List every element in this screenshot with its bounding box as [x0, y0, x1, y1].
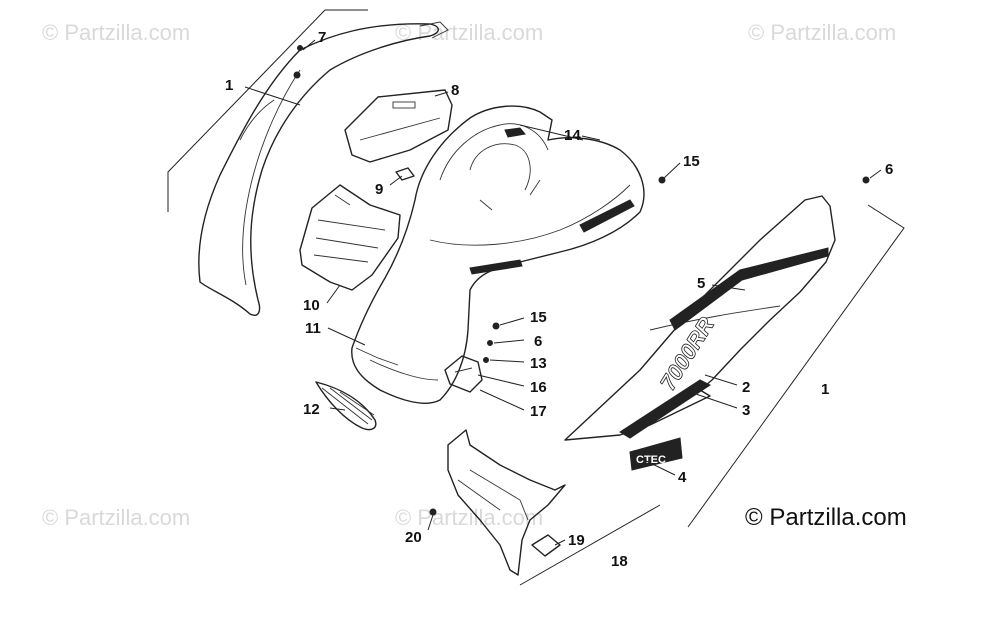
callout-17: 17	[530, 403, 547, 420]
copyright-text: © Partzilla.com	[745, 504, 907, 531]
watermark-bottom-left: © Partzilla.com	[42, 505, 190, 530]
screw-6	[487, 340, 493, 346]
screw-7	[297, 45, 303, 51]
callout-11: 11	[305, 320, 321, 337]
watermark-bottom-center: © Partzilla.com	[395, 505, 543, 530]
screw-20	[429, 508, 437, 516]
screw-13	[483, 357, 489, 363]
callout-8: 8	[451, 82, 459, 99]
screw-6-right	[862, 176, 870, 184]
part-bracket-16	[444, 355, 483, 393]
callout-1-left: 1	[225, 77, 233, 94]
callout-2: 2	[742, 379, 750, 396]
part-hood-left	[198, 21, 449, 316]
fasteners	[293, 45, 870, 516]
part-side-panel-right	[564, 195, 836, 441]
callout-20: 20	[405, 529, 422, 546]
leader-lines	[244, 39, 882, 546]
part-grille-12	[315, 381, 377, 431]
callout-15-mid: 15	[530, 309, 547, 326]
callout-3: 3	[742, 402, 750, 419]
callout-1-right: 1	[821, 381, 829, 398]
callout-12: 12	[303, 401, 320, 418]
callout-6-right: 6	[885, 161, 893, 178]
part-duct-10	[299, 184, 401, 291]
callout-15-top: 15	[683, 153, 700, 170]
bracket-18	[519, 504, 661, 586]
callout-10: 10	[303, 297, 320, 314]
callout-5: 5	[697, 275, 705, 292]
bracket-1-left	[167, 9, 368, 212]
callout-9: 9	[375, 181, 383, 198]
part-nose-body	[351, 105, 645, 404]
callout-7: 7	[318, 29, 326, 46]
bracket-1-right	[687, 204, 905, 528]
part-19	[531, 534, 561, 557]
watermark-top-left: © Partzilla.com	[42, 20, 190, 45]
part-panel-8	[344, 89, 453, 163]
callout-19: 19	[568, 532, 585, 549]
callout-14: 14	[564, 127, 581, 144]
callout-18: 18	[611, 553, 628, 570]
watermark-top-right: © Partzilla.com	[748, 20, 896, 45]
callout-13: 13	[530, 355, 547, 372]
callouts: 1 7 8 14 15 9 10 11 15 6 13 12 16 17 6 5…	[225, 29, 893, 570]
callout-6-mid: 6	[534, 333, 542, 350]
clip-15-right	[658, 176, 666, 184]
part-logo-decal-4: CTEC	[629, 437, 683, 471]
logo-text: CTEC	[636, 454, 666, 466]
callout-4: 4	[678, 469, 687, 486]
clip-15	[492, 322, 500, 330]
part-lower-panel-18	[447, 429, 566, 576]
screw-7b	[293, 71, 301, 79]
watermarks: © Partzilla.com © Partzilla.com © Partzi…	[42, 20, 896, 530]
callout-16: 16	[530, 379, 547, 396]
